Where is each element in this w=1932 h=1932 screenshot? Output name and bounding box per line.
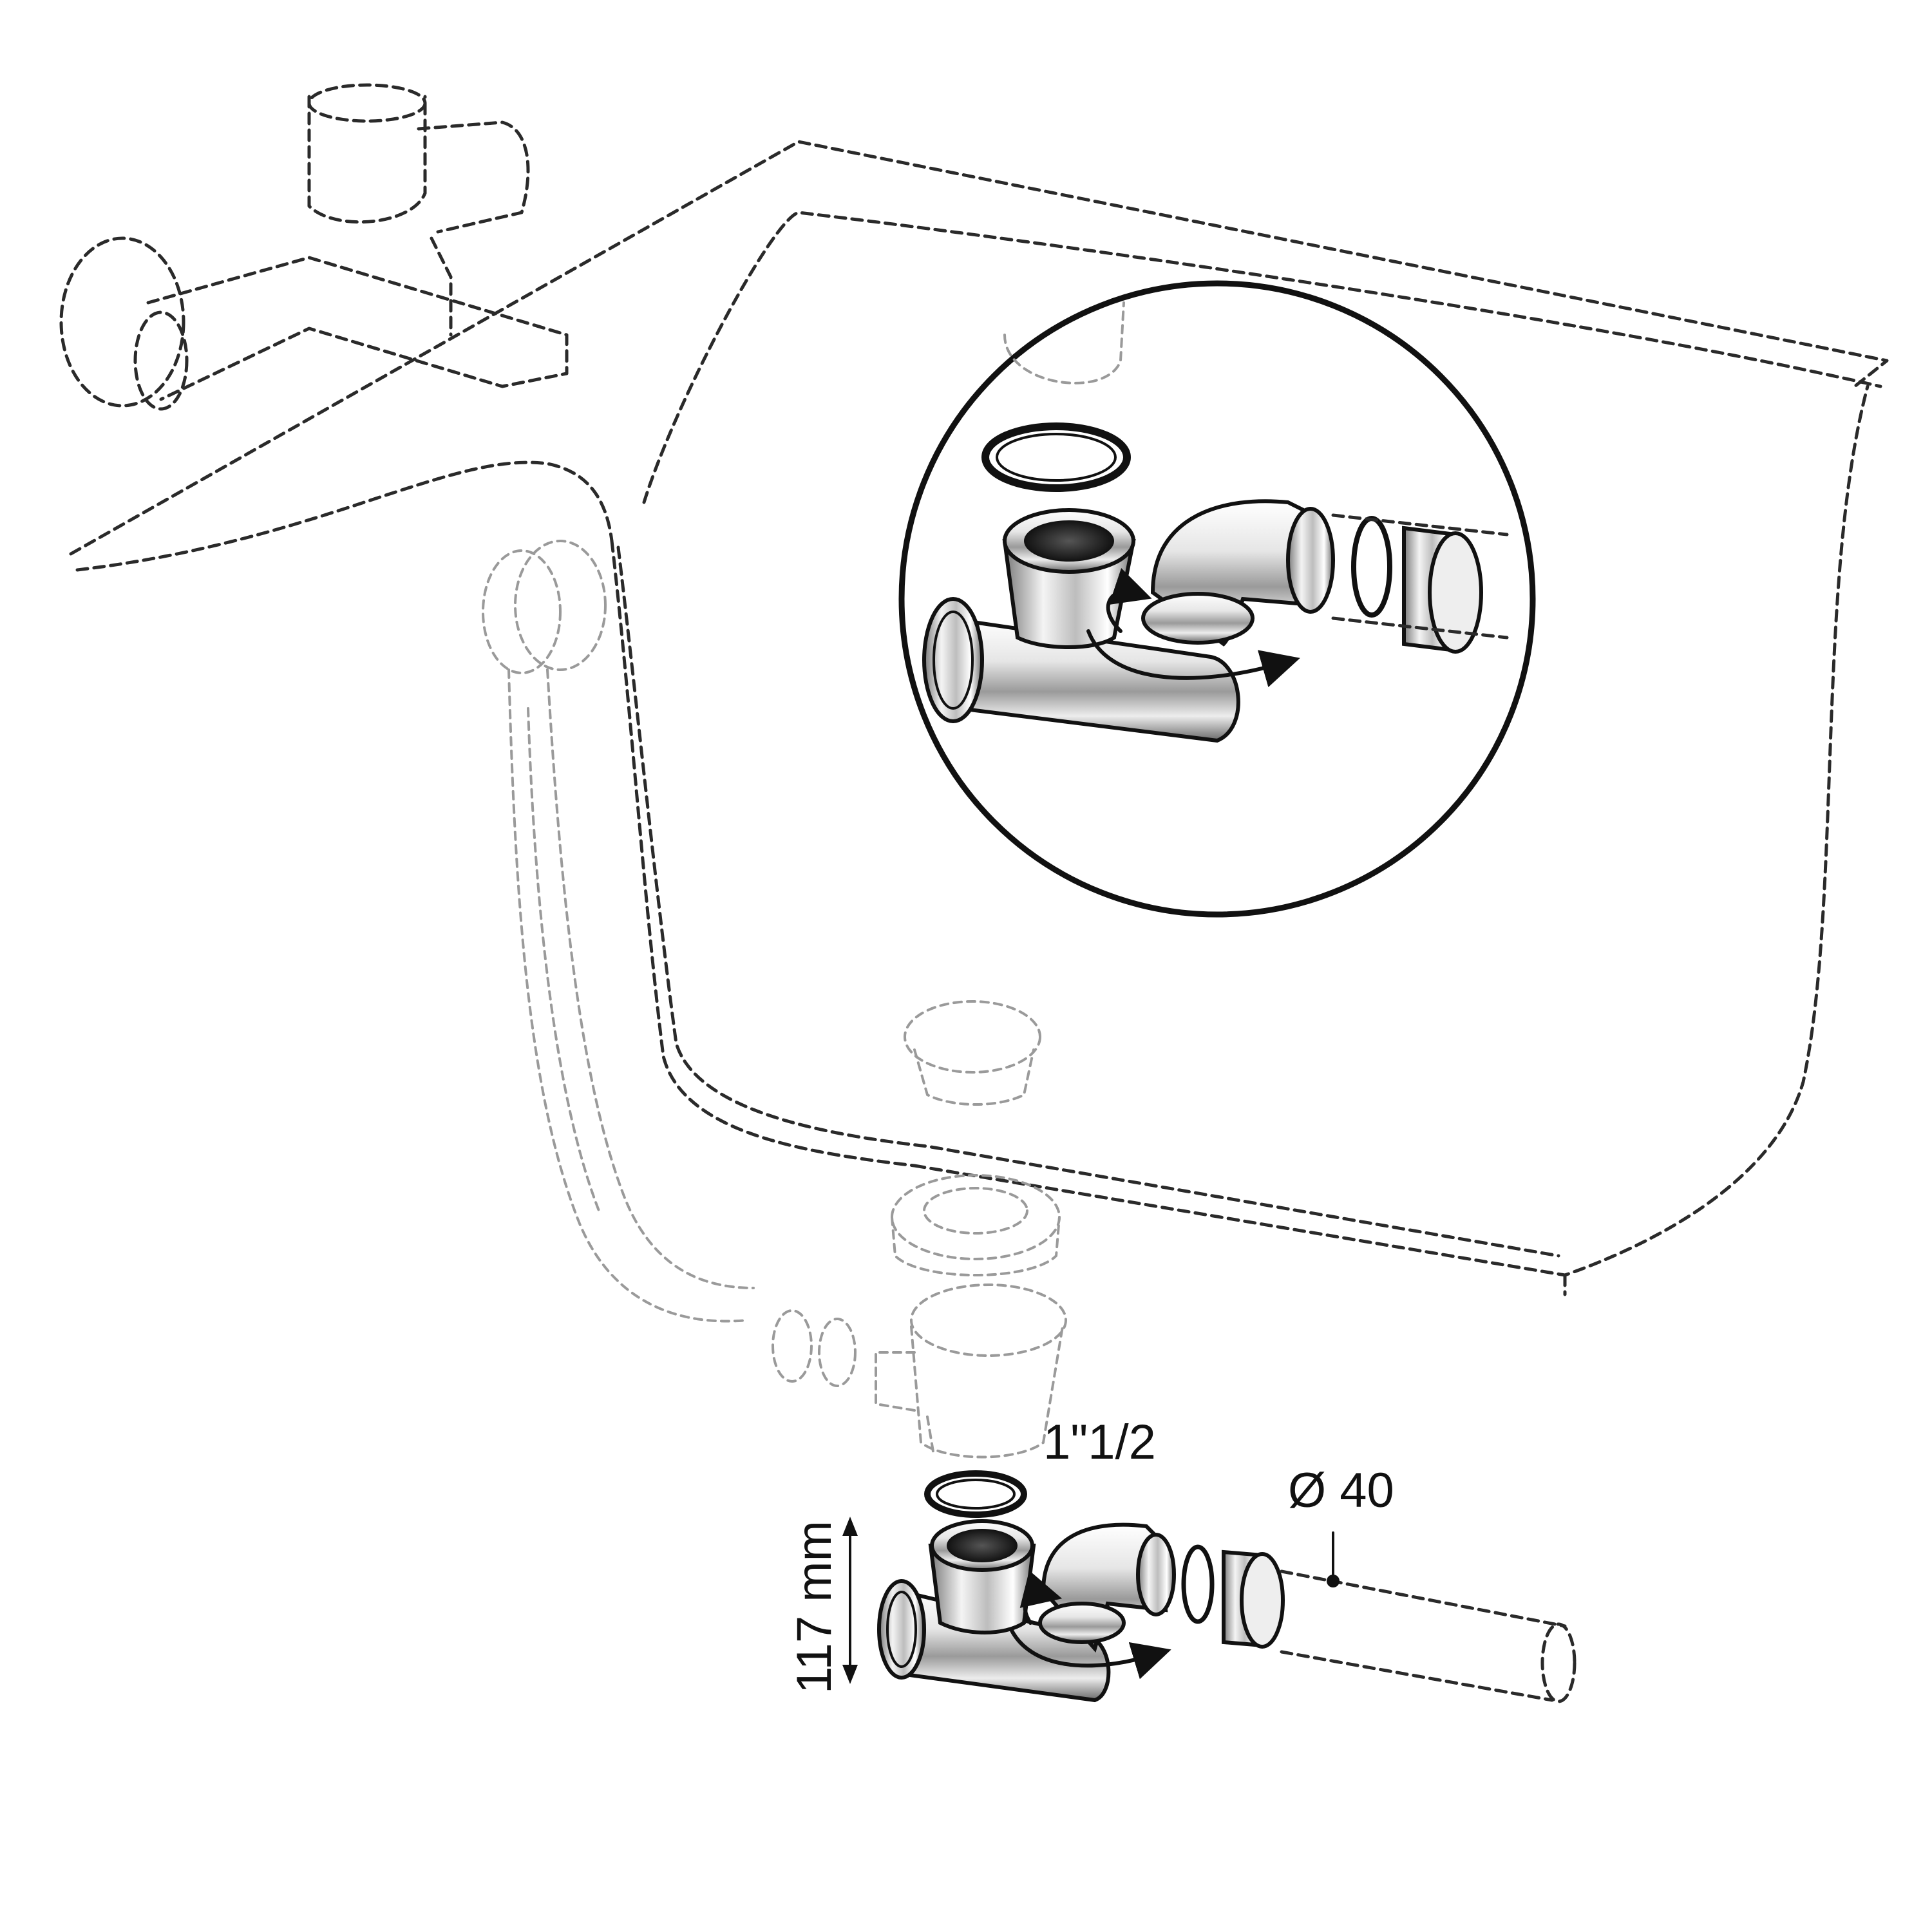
faucet [59,83,569,411]
detail-rotation-arrow [1086,629,1300,688]
bathtub-outline [69,140,1889,1296]
thread-size-label: 1"1/2 [1043,1415,1156,1470]
pipe-diameter-label: Ø 40 [1288,1463,1394,1518]
slip-ring [1181,1544,1215,1624]
hose-connector-ghost [772,1309,857,1387]
rotation-arrow [1009,1627,1171,1680]
waste-pipe [1280,1569,1577,1703]
drain-plug-ghost [904,1000,1041,1106]
detail-magnifier [898,280,1536,918]
inlet-hole [947,1529,1018,1562]
siphon-body [877,1519,1111,1703]
bottom-gasket-ring [924,1470,1027,1518]
detail-nut [1402,526,1483,654]
height-label: 117 mm [787,1520,842,1694]
overflow-hose [482,540,755,1323]
diameter-marker [1327,1531,1340,1587]
detail-elbow [1141,499,1335,647]
height-dimension-line [842,1517,858,1684]
detail-inlet-hole [1024,520,1114,562]
elbow-fitting [1038,1522,1176,1653]
drain-body-ghost [875,1283,1067,1459]
drain-flange-ghost [891,1174,1061,1276]
compression-nut [1222,1549,1285,1649]
detail-siphon-body [922,508,1240,743]
detail-gasket-ring [981,422,1131,492]
